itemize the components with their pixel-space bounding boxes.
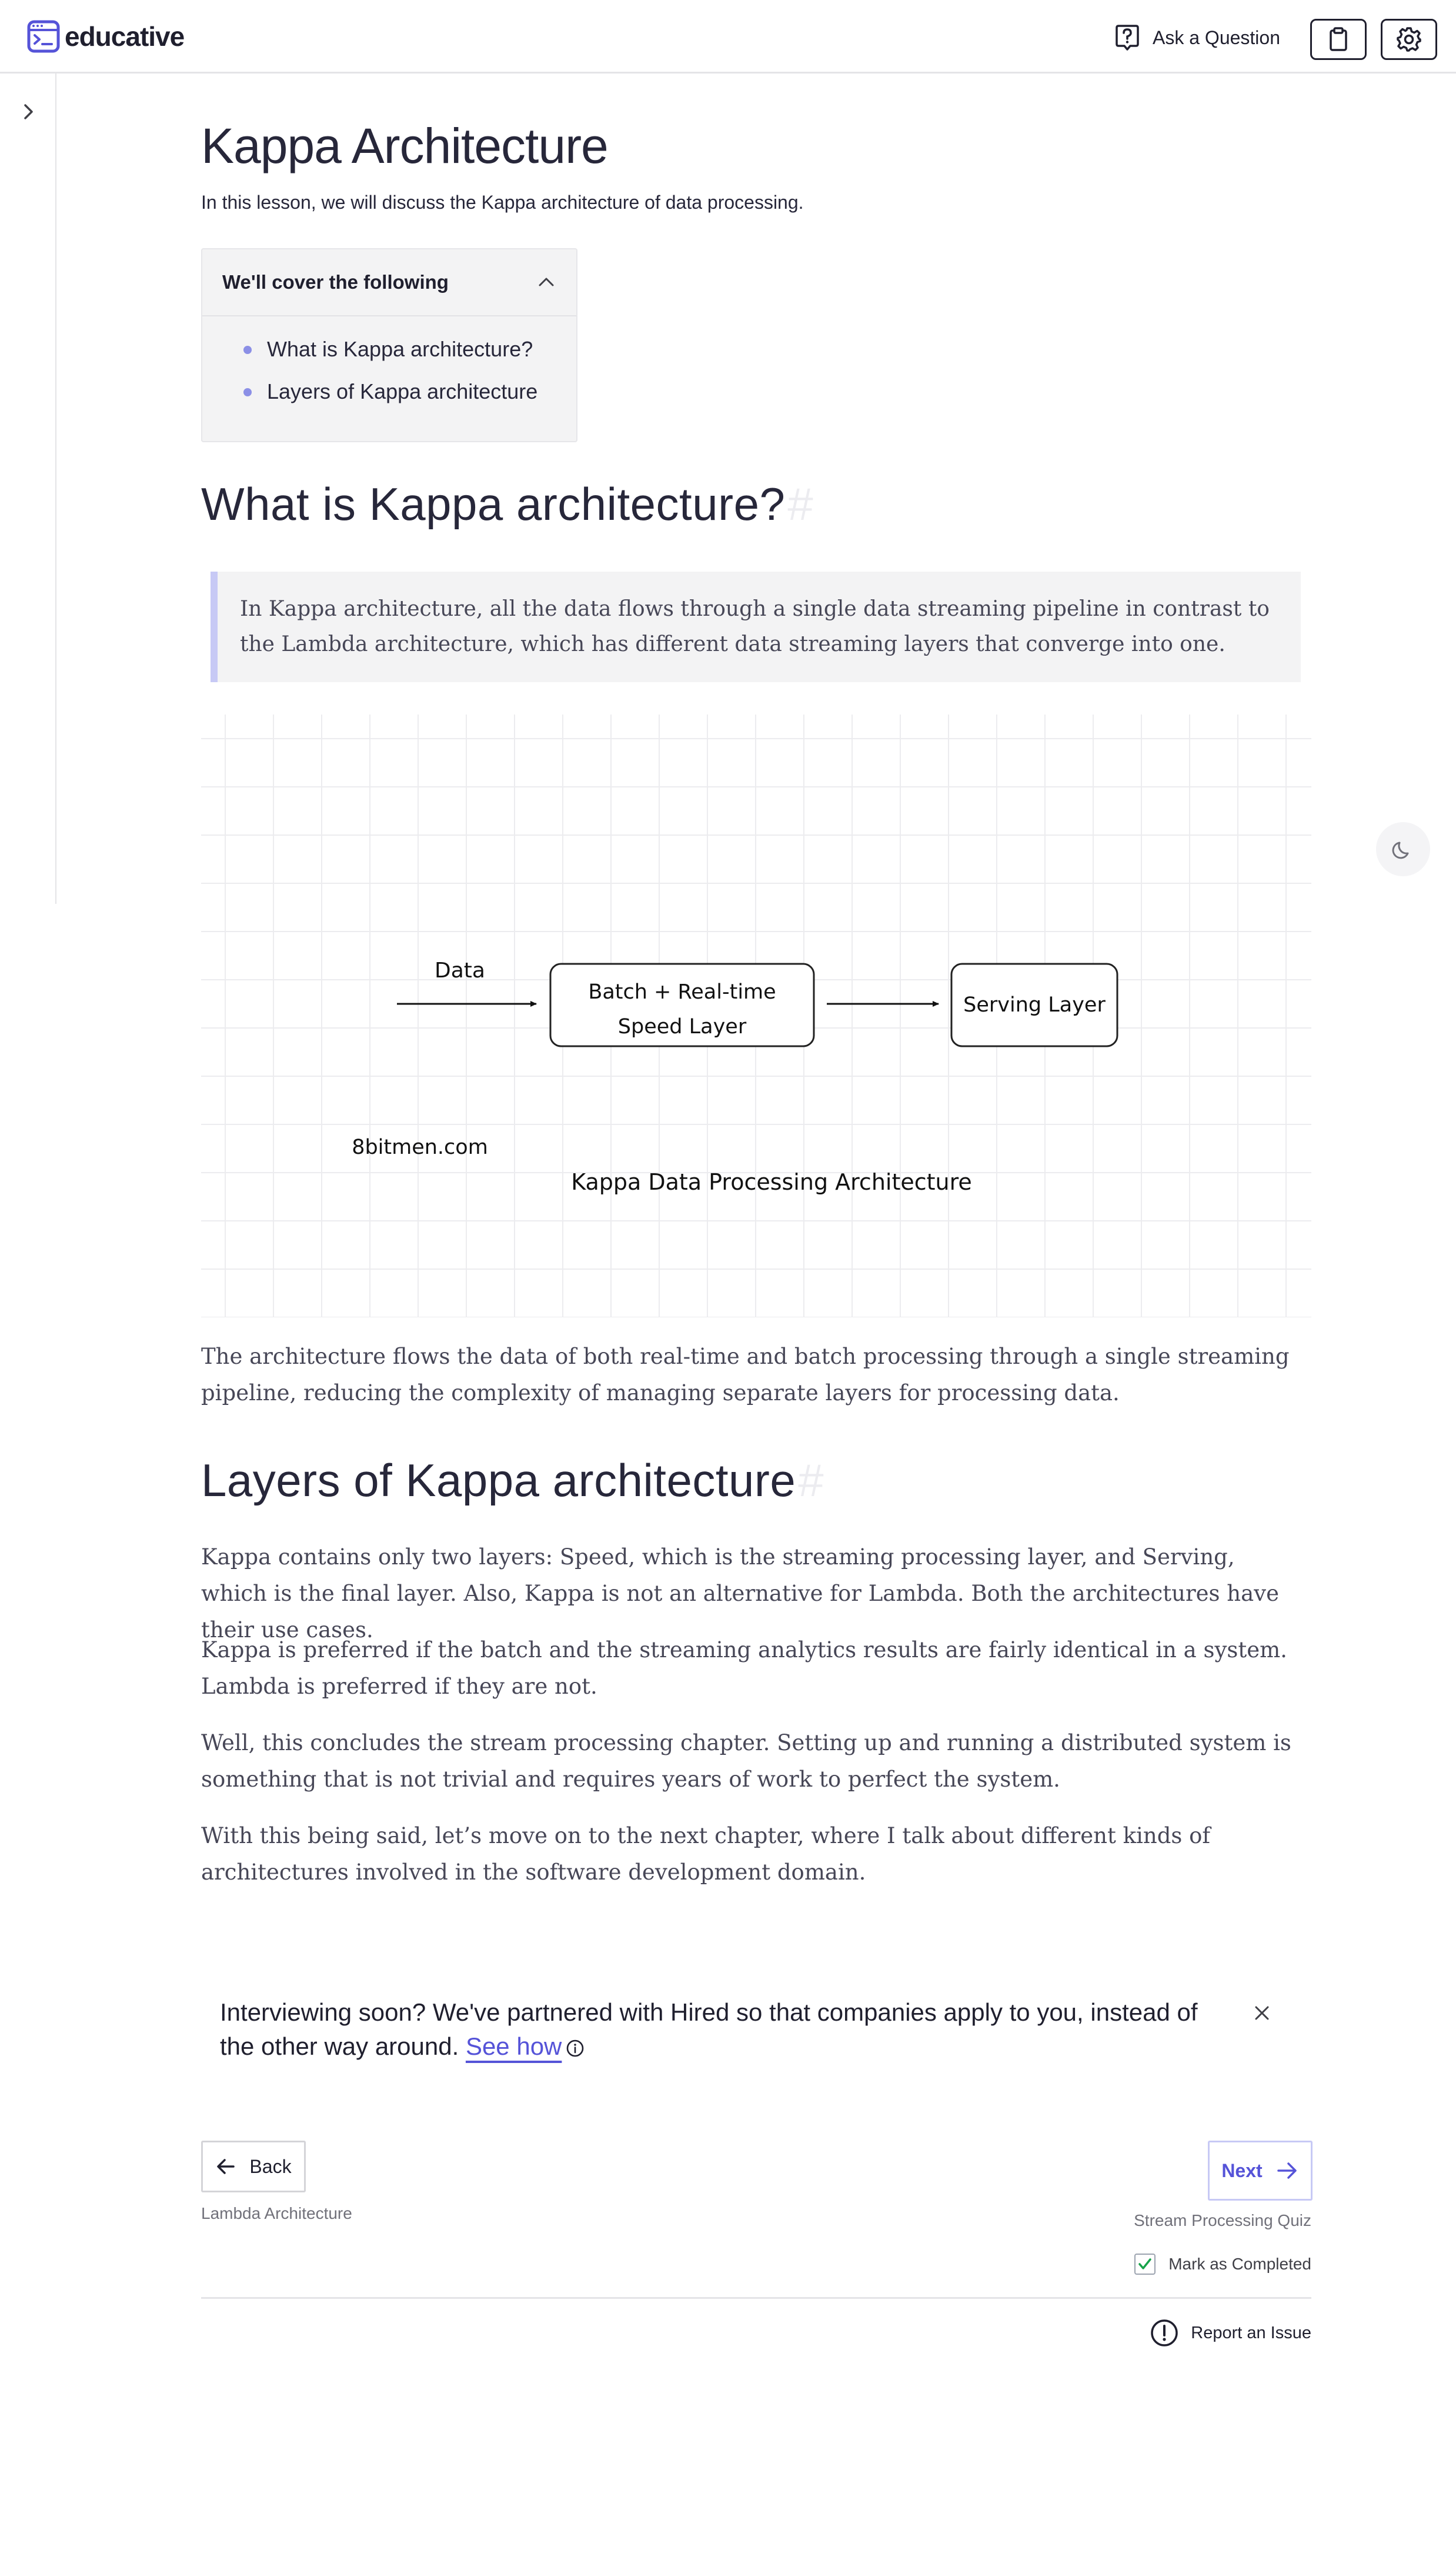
diagram-watermark: 8bitmen.com xyxy=(352,1136,488,1159)
banner-message: Interviewing soon? We've partnered with … xyxy=(220,1995,1231,2064)
kappa-architecture-diagram: Data Batch + Real-time Speed Layer Servi… xyxy=(201,715,1311,1317)
close-icon[interactable] xyxy=(1250,2001,1274,2025)
section-heading-layers: Layers of Kappa architecture# xyxy=(201,1454,824,1507)
info-icon[interactable] xyxy=(565,2038,585,2058)
page-title: Kappa Architecture xyxy=(201,118,609,173)
brand-name: educative xyxy=(65,21,185,52)
settings-button[interactable] xyxy=(1381,19,1437,60)
ask-question-label: Ask a Question xyxy=(1153,26,1280,48)
back-label: Back xyxy=(249,2155,292,2177)
moon-icon xyxy=(1392,842,1409,859)
clipboard-button[interactable] xyxy=(1310,19,1367,60)
section-heading-text: Layers of Kappa architecture xyxy=(201,1454,796,1506)
chevron-up-icon[interactable] xyxy=(536,272,556,292)
layers-paragraph-4: With this being said, let’s move on to t… xyxy=(201,1823,1211,1885)
next-lesson-title[interactable]: Stream Processing Quiz xyxy=(1134,2211,1311,2229)
sidebar-rail xyxy=(55,74,56,904)
theme-toggle-button[interactable] xyxy=(1376,822,1430,876)
next-label: Next xyxy=(1221,2159,1263,2181)
toc-item-what-is-kappa[interactable]: What is Kappa architecture? xyxy=(243,333,576,375)
report-issue-button[interactable]: Report an Issue xyxy=(1150,2318,1311,2348)
diagram-explanation-paragraph: The architecture flows the data of both … xyxy=(201,1344,1290,1406)
toc-item-layers[interactable]: Layers of Kappa architecture xyxy=(243,375,576,418)
brand-logo[interactable]: educative xyxy=(27,19,185,54)
previous-lesson-title[interactable]: Lambda Architecture xyxy=(201,2204,352,2222)
page-subtitle: In this lesson, we will discuss the Kapp… xyxy=(201,192,804,213)
gear-icon xyxy=(1397,27,1421,52)
heading-anchor-link[interactable]: # xyxy=(798,1454,824,1506)
toc-list: What is Kappa architecture? Layers of Ka… xyxy=(202,333,576,418)
next-button[interactable]: Next xyxy=(1208,2141,1313,2201)
serving-layer-label: Serving Layer xyxy=(963,993,1106,1017)
back-button[interactable]: Back xyxy=(201,2141,306,2192)
layers-paragraph-2: Kappa is preferred if the batch and the … xyxy=(201,1637,1287,1699)
hired-promo-banner: Interviewing soon? We've partnered with … xyxy=(201,1985,1311,2079)
arrow-right-icon xyxy=(1277,2162,1297,2179)
banner-text: Interviewing soon? We've partnered with … xyxy=(220,1998,1198,2060)
toc-header[interactable]: We'll cover the following xyxy=(202,249,576,316)
layers-paragraph-1: Kappa contains only two layers: Speed, w… xyxy=(201,1544,1279,1643)
section-heading-text: What is Kappa architecture? xyxy=(201,478,786,530)
alert-icon xyxy=(1151,2319,1178,2346)
data-label: Data xyxy=(435,959,485,983)
section-heading-what-is-kappa: What is Kappa architecture?# xyxy=(201,478,813,531)
mark-completed-label: Mark as Completed xyxy=(1168,2255,1311,2273)
chevron-right-icon[interactable] xyxy=(16,100,40,123)
arrow-left-icon xyxy=(217,2159,235,2174)
question-icon xyxy=(1116,25,1139,51)
clipboard-icon xyxy=(1330,27,1347,51)
toc-title: We'll cover the following xyxy=(222,271,449,293)
footer-divider xyxy=(201,2297,1311,2299)
speed-layer-label-line2: Speed Layer xyxy=(618,1015,747,1039)
mark-as-completed[interactable]: Mark as Completed xyxy=(1134,2254,1311,2275)
diagram-caption: Kappa Data Processing Architecture xyxy=(571,1169,972,1195)
definition-callout: In Kappa architecture, all the data flow… xyxy=(211,572,1301,682)
speed-layer-box xyxy=(549,963,815,1047)
report-issue-label: Report an Issue xyxy=(1191,2323,1311,2342)
speed-layer-label-line1: Batch + Real-time xyxy=(588,980,776,1004)
table-of-contents: We'll cover the following What is Kappa … xyxy=(201,248,577,442)
completed-checkbox[interactable] xyxy=(1134,2254,1156,2275)
logo-icon xyxy=(27,20,60,53)
see-how-link[interactable]: See how xyxy=(465,2032,562,2060)
checkmark-icon xyxy=(1138,2258,1151,2269)
ask-question-button[interactable]: Ask a Question xyxy=(1115,22,1280,53)
heading-anchor-link[interactable]: # xyxy=(787,478,814,530)
serving-layer-box xyxy=(950,963,1118,1047)
layers-paragraph-3: Well, this concludes the stream processi… xyxy=(201,1730,1291,1792)
top-bar: educative Ask a Question xyxy=(0,0,1456,74)
